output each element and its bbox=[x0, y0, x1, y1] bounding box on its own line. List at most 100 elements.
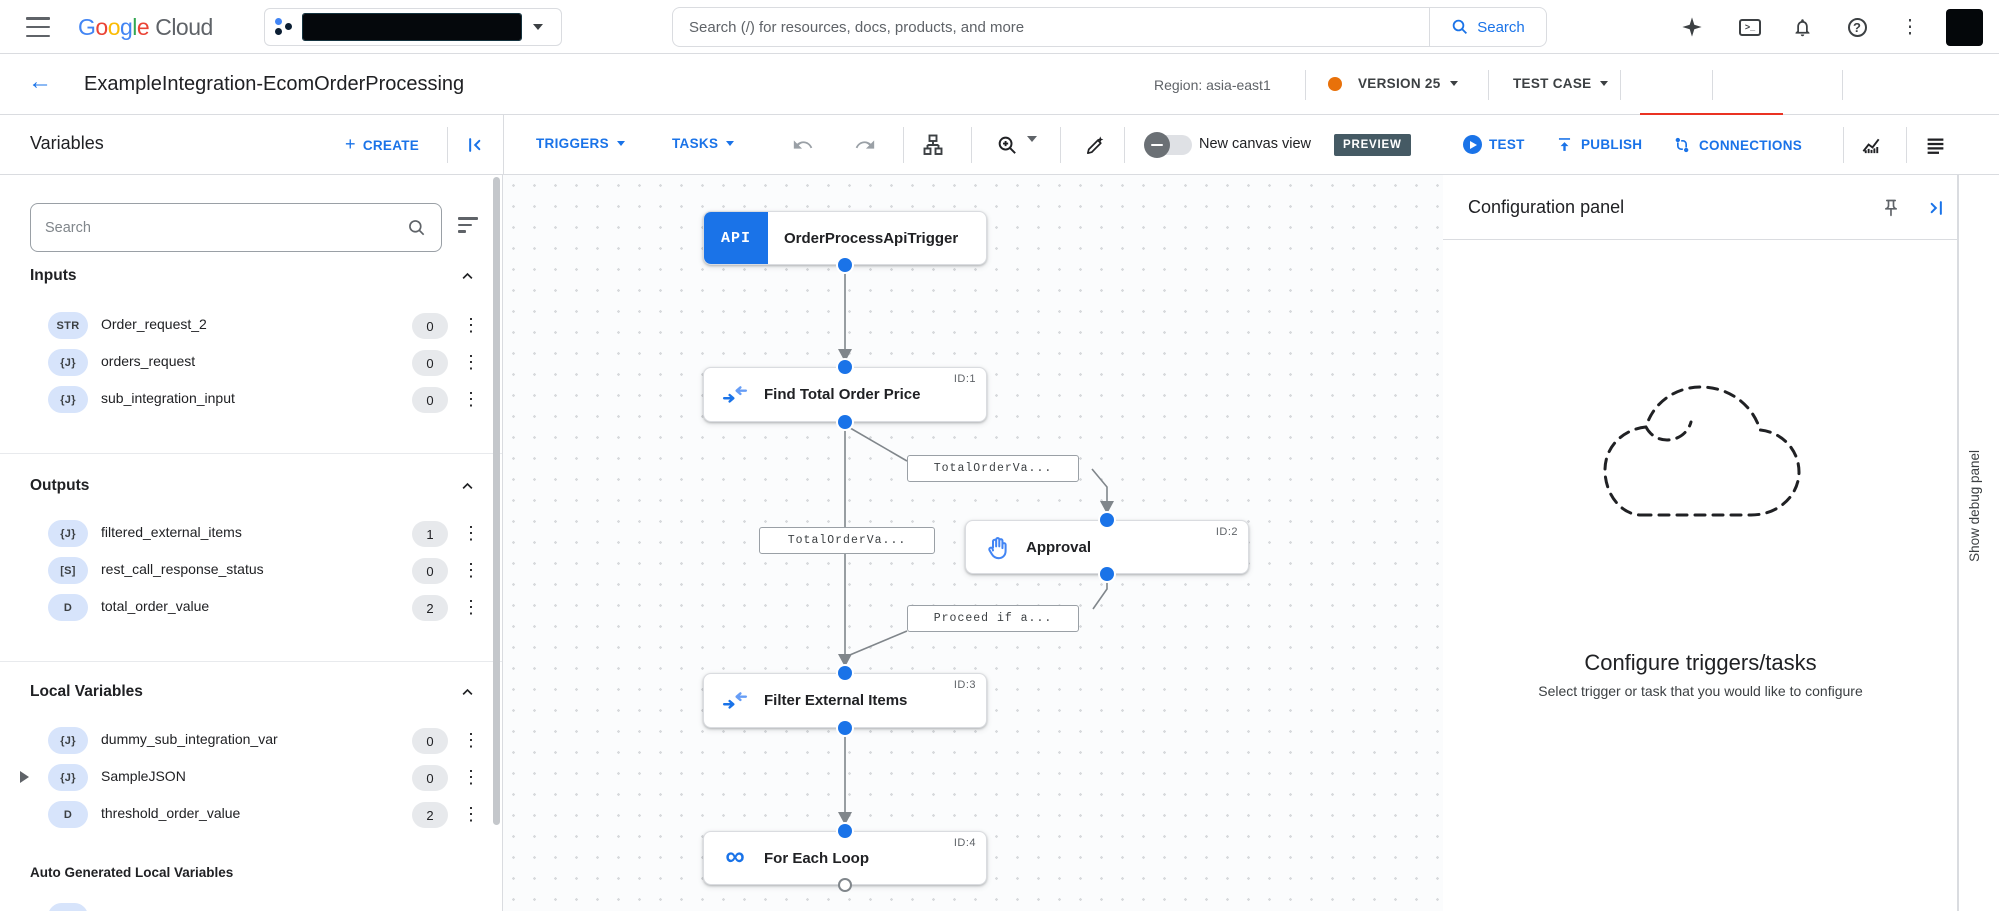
configure-heading: Configure triggers/tasks bbox=[1584, 650, 1817, 675]
gemini-icon[interactable] bbox=[1680, 15, 1704, 39]
triggers-dropdown[interactable]: TRIGGERS bbox=[536, 136, 625, 151]
edge-label-total-order-value-left[interactable]: TotalOrderVa... bbox=[759, 527, 935, 554]
version-dropdown[interactable]: VERSION 25 bbox=[1358, 76, 1458, 91]
zoom-icon[interactable] bbox=[994, 132, 1020, 158]
configure-subheading: Select trigger or task that you would li… bbox=[1538, 683, 1863, 699]
more-vert-icon[interactable]: ⋮ bbox=[1900, 16, 1920, 38]
workflow-canvas[interactable]: API OrderProcessApiTrigger Find Total Or… bbox=[503, 175, 1443, 911]
connector-dot[interactable] bbox=[838, 258, 852, 272]
node-approval[interactable]: Approval ID:2 bbox=[965, 520, 1249, 574]
collapse-panel-right-icon[interactable] bbox=[1925, 198, 1945, 223]
notifications-icon[interactable] bbox=[1790, 15, 1814, 39]
connector-dot[interactable] bbox=[838, 360, 852, 374]
connector-dot[interactable] bbox=[1100, 513, 1114, 527]
expand-arrow-icon[interactable] bbox=[20, 771, 29, 783]
collapse-panel-left-icon[interactable] bbox=[463, 132, 489, 158]
variable-row[interactable]: [S] rest_call_response_status 0 ⋮ bbox=[0, 556, 502, 586]
search-button[interactable]: Search bbox=[1429, 7, 1547, 47]
node-id-label: ID:4 bbox=[953, 837, 976, 849]
variable-row-partial[interactable] bbox=[0, 902, 502, 911]
var-menu-icon[interactable]: ⋮ bbox=[462, 315, 480, 335]
connector-dot-open[interactable] bbox=[838, 878, 852, 892]
publish-button[interactable]: PUBLISH bbox=[1555, 135, 1642, 154]
var-menu-icon[interactable]: ⋮ bbox=[462, 804, 480, 824]
show-debug-panel-button[interactable]: Show debug panel bbox=[1967, 450, 1982, 562]
variable-row[interactable]: STR Order_request_2 0 ⋮ bbox=[0, 311, 502, 341]
var-count-badge[interactable]: 2 bbox=[412, 802, 448, 828]
var-count-badge[interactable]: 0 bbox=[412, 765, 448, 791]
merge-arrows-icon bbox=[720, 686, 750, 716]
cloud-shell-icon[interactable]: >_ bbox=[1738, 15, 1762, 39]
var-menu-icon[interactable]: ⋮ bbox=[462, 730, 480, 750]
node-order-process-api-trigger[interactable]: API OrderProcessApiTrigger bbox=[703, 211, 987, 265]
connector-dot[interactable] bbox=[1100, 567, 1114, 581]
configuration-panel-title: Configuration panel bbox=[1468, 197, 1625, 217]
undo-icon[interactable] bbox=[790, 132, 816, 158]
edge-connectors bbox=[838, 265, 1114, 825]
create-variable-button[interactable]: + CREATE bbox=[345, 134, 420, 154]
project-picker[interactable] bbox=[264, 8, 562, 46]
var-count-badge[interactable]: 0 bbox=[412, 387, 448, 413]
variable-row[interactable]: {J} SampleJSON 0 ⋮ bbox=[0, 763, 502, 793]
test-case-dropdown[interactable]: TEST CASE bbox=[1513, 76, 1609, 91]
variable-row[interactable]: {J} dummy_sub_integration_var 0 ⋮ bbox=[0, 726, 502, 756]
canvas-view-toggle[interactable] bbox=[1144, 132, 1192, 158]
var-menu-icon[interactable]: ⋮ bbox=[462, 389, 480, 409]
var-menu-icon[interactable]: ⋮ bbox=[462, 523, 480, 543]
collapse-section-icon[interactable] bbox=[460, 269, 474, 283]
magic-edit-icon[interactable] bbox=[1082, 132, 1108, 158]
connections-button[interactable]: CONNECTIONS bbox=[1672, 135, 1802, 155]
var-count-badge[interactable]: 0 bbox=[412, 350, 448, 376]
node-id-label: ID:3 bbox=[953, 679, 976, 691]
metrics-icon[interactable] bbox=[1858, 132, 1884, 158]
node-for-each-loop[interactable]: ∞ For Each Loop ID:4 bbox=[703, 831, 987, 885]
back-arrow-icon[interactable]: ← bbox=[28, 68, 52, 95]
var-count-badge[interactable]: 2 bbox=[412, 595, 448, 621]
global-search-input[interactable] bbox=[689, 18, 1413, 36]
connector-dot[interactable] bbox=[838, 666, 852, 680]
variable-row[interactable]: D threshold_order_value 2 ⋮ bbox=[0, 800, 502, 830]
var-type-badge: [S] bbox=[48, 557, 88, 584]
var-menu-icon[interactable]: ⋮ bbox=[462, 352, 480, 372]
auto-layout-icon[interactable] bbox=[920, 132, 946, 158]
edge-label-total-order-value-right[interactable]: TotalOrderVa... bbox=[907, 455, 1079, 482]
connector-dot[interactable] bbox=[838, 721, 852, 735]
pin-icon[interactable] bbox=[1881, 198, 1901, 223]
test-button[interactable]: TEST bbox=[1463, 135, 1525, 154]
sort-icon[interactable] bbox=[458, 213, 482, 237]
var-count-badge[interactable]: 0 bbox=[412, 313, 448, 339]
chevron-down-icon bbox=[1449, 81, 1458, 86]
var-count-badge[interactable]: 1 bbox=[412, 521, 448, 547]
variable-row[interactable]: {J} filtered_external_items 1 ⋮ bbox=[0, 519, 502, 549]
avatar[interactable] bbox=[1946, 9, 1983, 46]
var-menu-icon[interactable]: ⋮ bbox=[462, 560, 480, 580]
var-menu-icon[interactable]: ⋮ bbox=[462, 767, 480, 787]
variable-search-input[interactable] bbox=[45, 219, 407, 236]
redo-icon[interactable] bbox=[852, 132, 878, 158]
variable-search-box[interactable] bbox=[30, 203, 442, 252]
edge-label-proceed-if[interactable]: Proceed if a... bbox=[907, 605, 1079, 632]
collapse-section-icon[interactable] bbox=[460, 685, 474, 699]
variable-row[interactable]: {J} orders_request 0 ⋮ bbox=[0, 348, 502, 378]
var-type-badge: {J} bbox=[48, 386, 88, 413]
node-find-total-order-price[interactable]: Find Total Order Price ID:1 bbox=[703, 367, 987, 422]
hamburger-menu-icon[interactable] bbox=[26, 17, 50, 37]
chevron-down-icon bbox=[533, 24, 543, 30]
zoom-dropdown-arrow[interactable] bbox=[1027, 136, 1037, 160]
connector-dot[interactable] bbox=[838, 415, 852, 429]
collapse-section-icon[interactable] bbox=[460, 479, 474, 493]
variable-row[interactable]: {J} sub_integration_input 0 ⋮ bbox=[0, 385, 502, 415]
global-search-bar[interactable] bbox=[672, 7, 1429, 47]
var-menu-icon[interactable]: ⋮ bbox=[462, 597, 480, 617]
node-filter-external-items[interactable]: Filter External Items ID:3 bbox=[703, 673, 987, 728]
tasks-dropdown[interactable]: TASKS bbox=[672, 136, 735, 151]
var-count-badge[interactable]: 0 bbox=[412, 728, 448, 754]
logs-icon[interactable] bbox=[1922, 132, 1948, 158]
var-count-badge[interactable]: 0 bbox=[412, 558, 448, 584]
variable-row[interactable]: D total_order_value 2 ⋮ bbox=[0, 593, 502, 623]
sidebar-scrollbar[interactable] bbox=[493, 177, 500, 825]
merge-arrows-icon bbox=[720, 380, 750, 410]
help-icon[interactable]: ? bbox=[1845, 15, 1869, 39]
connector-dot[interactable] bbox=[838, 824, 852, 838]
